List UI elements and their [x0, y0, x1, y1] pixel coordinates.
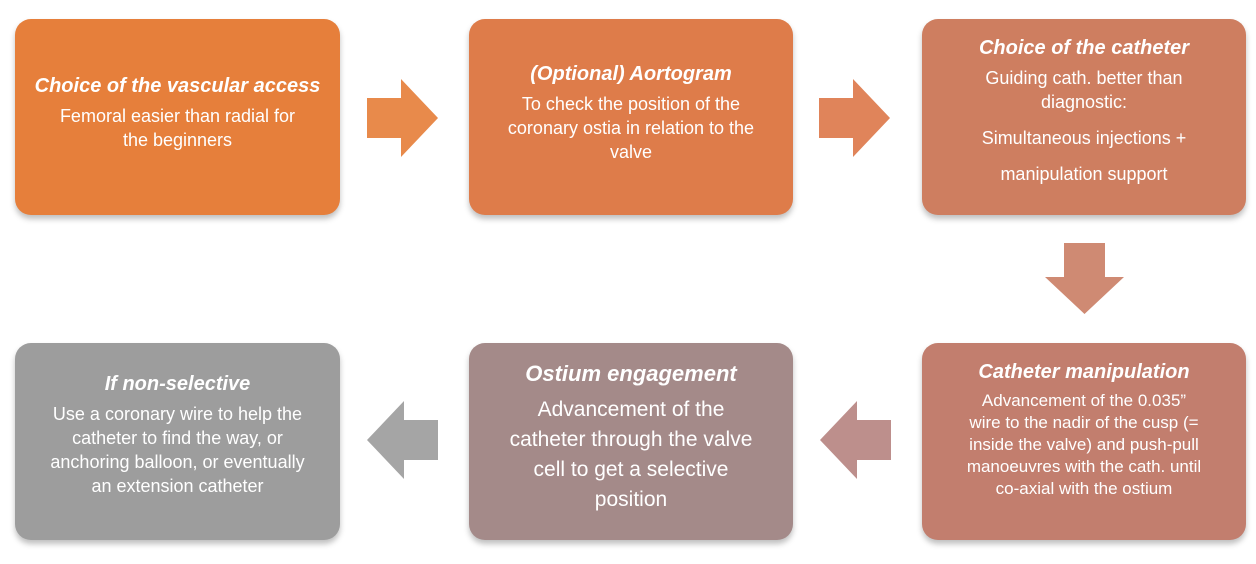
box-text-line: co-axial with the ostium	[995, 479, 1173, 498]
box-title: (Optional) Aortogram	[530, 63, 732, 85]
box-text-line: Simultaneous injections +	[981, 128, 1187, 148]
box-text-line: manoeuvres with the cath. until	[966, 457, 1202, 476]
box-text-line: anchoring balloon, or eventually	[50, 452, 305, 472]
box-text-line: the beginners	[122, 130, 233, 150]
box-text-line: valve	[609, 142, 653, 162]
arrow-down-icon	[1045, 243, 1124, 314]
box-title: Ostium engagement	[525, 361, 737, 386]
box-text-line: position	[594, 488, 668, 511]
arrow-left-icon	[367, 401, 438, 479]
box-text-line: To check the position of the	[521, 94, 741, 114]
box-text-line: Advancement of the 0.035”	[981, 391, 1187, 410]
box-text-line: catheter to find the way, or	[72, 428, 283, 448]
arrow-right-icon	[819, 79, 890, 157]
box-ostium-engagement: Ostium engagement Advancement of the cat…	[469, 343, 793, 540]
box-catheter-manipulation: Catheter manipulation Advancement of the…	[922, 343, 1246, 540]
box-text-line: an extension catheter	[91, 476, 264, 496]
box-non-selective: If non-selective Use a coronary wire to …	[15, 343, 340, 540]
box-text-line: catheter through the valve	[509, 428, 753, 451]
box-title: If non-selective	[104, 373, 251, 395]
box-title: Choice of the catheter	[978, 37, 1190, 59]
box-text-line: Femoral easier than radial for	[59, 106, 296, 126]
box-title: Catheter manipulation	[978, 361, 1190, 383]
box-aortogram: (Optional) Aortogram To check the positi…	[469, 19, 793, 215]
box-text-line: cell to get a selective	[533, 458, 729, 481]
box-vascular-access: Choice of the vascular access Femoral ea…	[15, 19, 340, 215]
box-title: Choice of the vascular access	[34, 75, 321, 97]
box-text-line: Use a coronary wire to help the	[52, 404, 303, 424]
arrow-left-icon	[820, 401, 891, 479]
box-text-line: wire to the nadir of the cusp (=	[969, 413, 1199, 432]
box-text-line: inside the valve) and push-pull	[969, 435, 1199, 454]
box-text-line: manipulation support	[1000, 164, 1168, 184]
box-text-line: Guiding cath. better than	[985, 68, 1183, 88]
box-text-line: diagnostic:	[1040, 92, 1128, 112]
arrow-right-icon	[367, 79, 438, 157]
box-text-line: coronary ostia in relation to the	[507, 118, 755, 138]
box-text-line: Advancement of the	[537, 398, 725, 421]
box-catheter-choice: Choice of the catheter Guiding cath. bet…	[922, 19, 1246, 215]
